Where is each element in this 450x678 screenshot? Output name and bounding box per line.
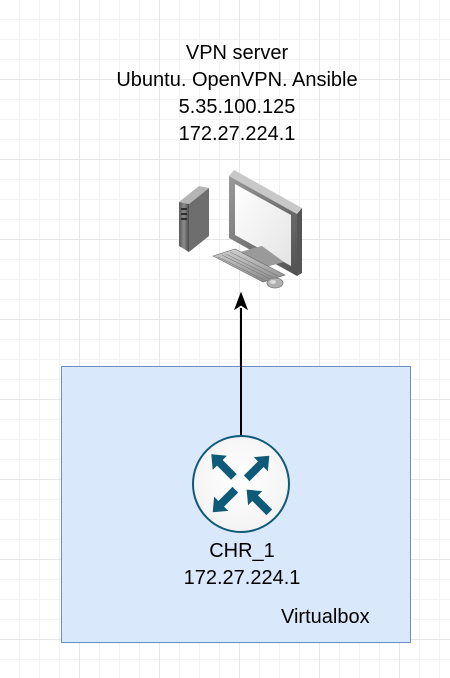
- connection-edge[interactable]: [233, 291, 249, 438]
- virtualbox-label: Virtualbox: [281, 606, 370, 628]
- server-name: VPN server: [185, 42, 289, 64]
- desktop-computer-icon[interactable]: [179, 170, 302, 289]
- server-public-ip: 5.35.100.125: [178, 96, 296, 118]
- vpn-server-label: VPN server Ubuntu. OpenVPN. Ansible 5.35…: [0, 40, 450, 148]
- server-software: Ubuntu. OpenVPN. Ansible: [116, 69, 358, 91]
- server-private-ip: 172.27.224.1: [178, 123, 296, 145]
- router-ip: 172.27.224.1: [183, 567, 301, 589]
- router-name: CHR_1: [209, 540, 275, 562]
- router-label: CHR_1 172.27.224.1: [140, 538, 344, 592]
- router-icon[interactable]: [192, 435, 290, 533]
